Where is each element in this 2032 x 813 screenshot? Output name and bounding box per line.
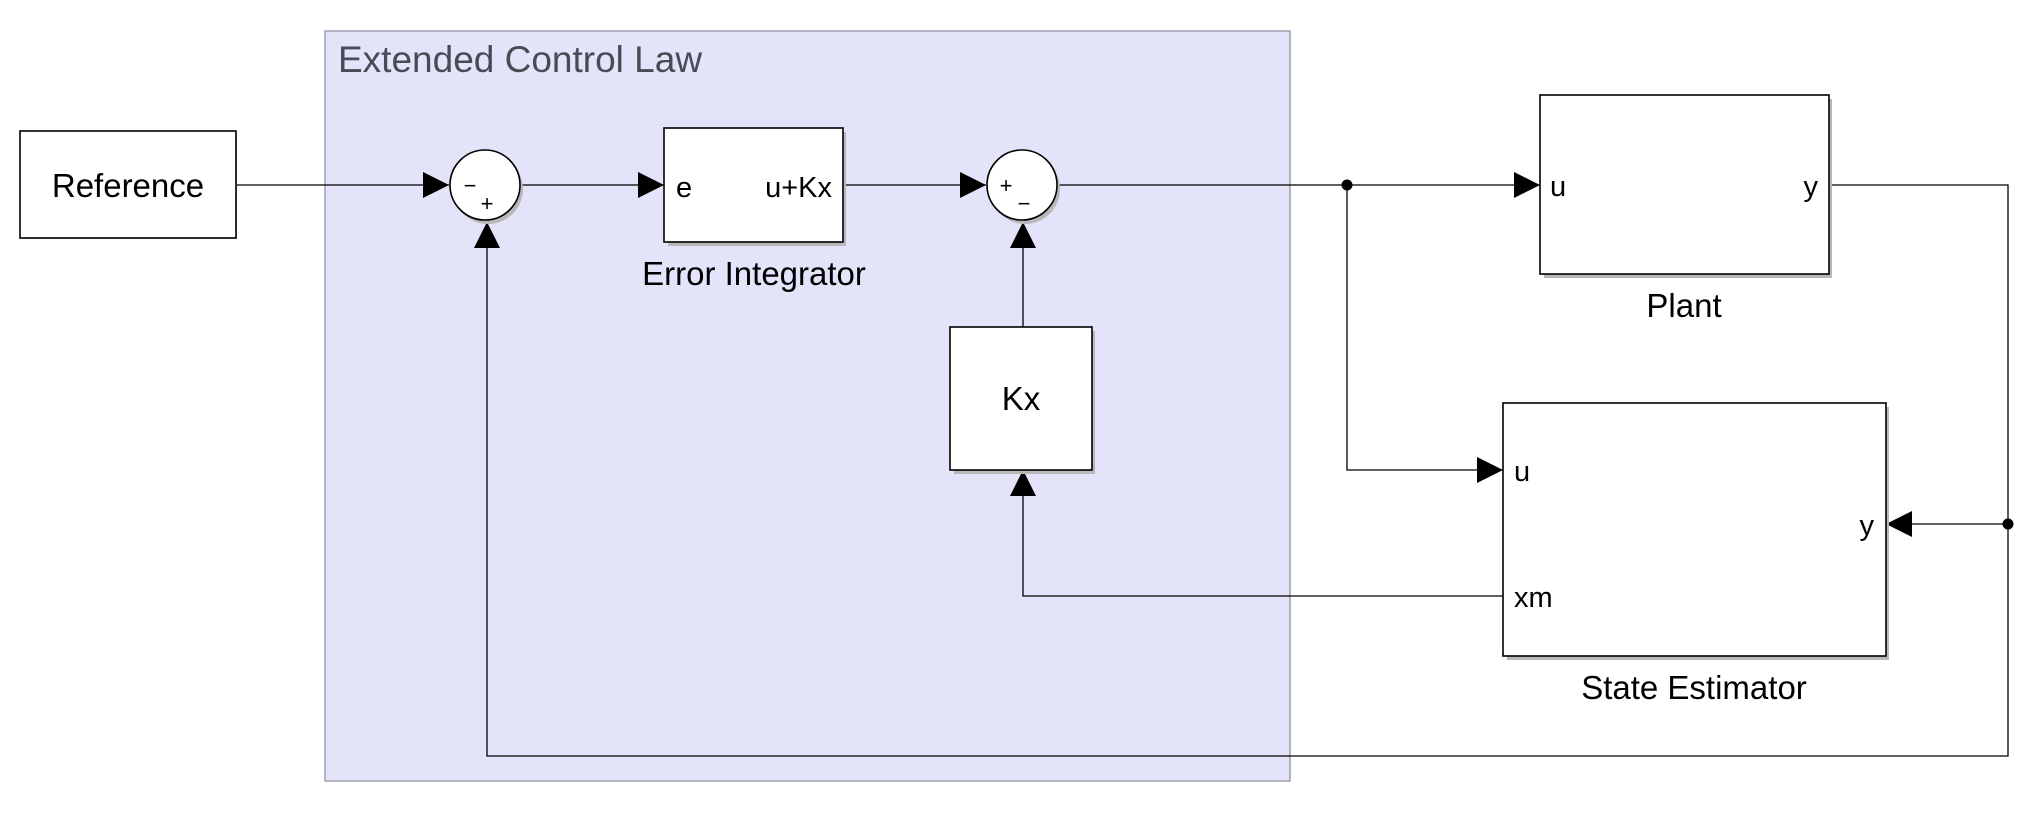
plant-out-port-y: y [1804, 171, 1819, 203]
sum1-plus-sign: + [481, 191, 494, 216]
state-estimator-block[interactable]: u y xm [1502, 402, 1889, 660]
sum1-minus-sign: − [464, 173, 477, 198]
estimator-in-port-u: u [1514, 456, 1530, 488]
branch-point-y [2002, 518, 2014, 530]
sum-block-1[interactable]: − + [449, 149, 523, 224]
branch-point-u [1341, 179, 1353, 191]
plant-name: Plant [1646, 287, 1721, 324]
sum2-minus-sign: − [1018, 191, 1031, 216]
signal-lines [236, 172, 2009, 757]
reference-block[interactable]: Reference [19, 130, 237, 239]
reference-label: Reference [52, 167, 204, 204]
plant-in-port-u: u [1550, 171, 1566, 203]
wire-plant-y-out[interactable] [474, 184, 2009, 757]
estimator-out-port-xm: xm [1514, 582, 1553, 614]
estimator-in-port-y: y [1860, 510, 1875, 542]
state-estimator-name: State Estimator [1581, 669, 1807, 706]
kx-gain-block[interactable]: Kx [949, 326, 1095, 474]
sum-block-2[interactable]: + − [986, 149, 1060, 224]
area-title: Extended Control Law [338, 39, 702, 80]
error-integrator-block[interactable]: e u+Kx [663, 127, 846, 246]
plant-block[interactable]: u y [1539, 94, 1832, 278]
sum2-plus-sign: + [1000, 173, 1013, 198]
wire-xm-to-kx[interactable] [1010, 470, 1503, 597]
wire-branch-to-estimator-u[interactable] [1346, 185, 1503, 483]
integrator-out-port-ukx: u+Kx [765, 172, 832, 204]
kx-label: Kx [1002, 380, 1041, 417]
error-integrator-name: Error Integrator [642, 255, 866, 292]
integrator-in-port-e: e [676, 172, 692, 204]
